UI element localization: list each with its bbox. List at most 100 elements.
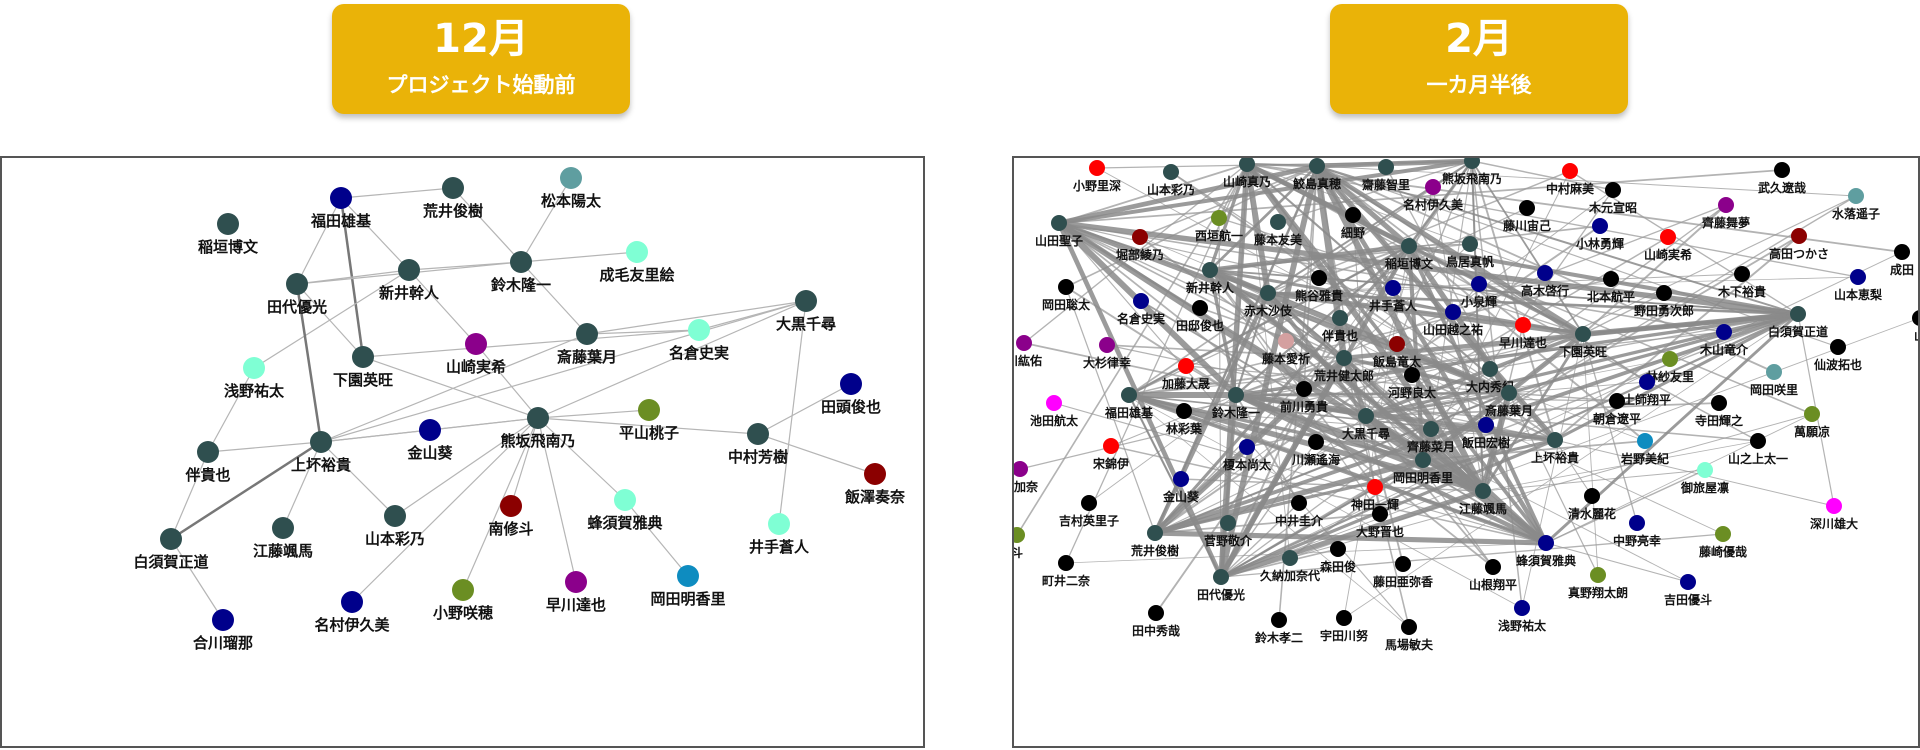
graph-node: 大杉律幸 <box>1083 337 1131 370</box>
graph-edge <box>757 433 876 475</box>
node-label: 水落遥子 <box>1832 206 1880 221</box>
graph-node: 蜂須賀雅典 <box>1516 535 1576 568</box>
node-label: 野田勇次郎 <box>1634 303 1694 318</box>
graph-edge <box>1218 163 1250 578</box>
node-marker <box>1445 304 1461 320</box>
graph-edge <box>1246 162 1318 168</box>
graph-node: 山 <box>1912 310 1918 343</box>
graph-node: 小野咲穂 <box>433 579 493 622</box>
node-marker <box>1514 600 1530 616</box>
node-label: 大野晋也 <box>1356 524 1404 539</box>
graph-node: 江藤颯馬 <box>1459 483 1507 516</box>
graph-node: 萬願凉 <box>1794 406 1830 439</box>
graph-edge <box>1343 313 1799 619</box>
node-marker <box>1336 350 1352 366</box>
graph-node: 武久遼哉 <box>1758 162 1806 195</box>
graph-edge <box>1554 439 1835 507</box>
graph-edge <box>170 538 224 621</box>
node-marker <box>1537 265 1553 281</box>
graph-node: 山崎真乃 <box>1223 158 1271 189</box>
node-label: 熊谷雅貴 <box>1295 288 1343 303</box>
node-label: 山本恵梨 <box>1834 287 1882 302</box>
node-label: 金山葵 <box>1162 489 1200 504</box>
graph-node: 山本彩乃 <box>1147 164 1195 197</box>
node-label: 鈴木孝二 <box>1255 630 1303 645</box>
graph-node: 岡田明香里 <box>1393 452 1453 485</box>
graph-node: 浅野祐太 <box>1498 600 1547 633</box>
header-badge-february: 2月 一カ月半後 <box>1330 4 1628 114</box>
graph-edge <box>757 383 852 435</box>
graph-edge <box>1128 394 1523 609</box>
graph-node: 松本陽太 <box>541 167 602 210</box>
node-marker <box>1538 535 1554 551</box>
graph-node: 名村伊久美 <box>314 591 390 634</box>
graph-node: 名倉史実 <box>1117 293 1165 326</box>
graph-edge <box>1058 222 1345 359</box>
graph-node: 熊坂飛南乃 <box>1442 158 1502 186</box>
node-marker <box>1766 364 1782 380</box>
graph-node: 藤崎優哉 <box>1698 526 1747 559</box>
graph-edge <box>1220 312 1799 579</box>
graph-node: 深川雄大 <box>1810 498 1858 531</box>
graph-node: 木山竜介 <box>1699 324 1749 357</box>
graph-node: 金山葵 <box>1162 471 1200 504</box>
node-marker <box>1547 432 1563 448</box>
node-marker <box>1202 262 1218 278</box>
node-label: 金山葵 <box>406 444 453 462</box>
node-label: 田代優光 <box>1197 587 1245 602</box>
graph-node: 山之上太一 <box>1728 433 1788 466</box>
graph-edge <box>1343 357 1484 492</box>
graph-node: 田頭俊也 <box>821 373 881 416</box>
graph-edge <box>537 417 626 501</box>
network-panel-february: 小野里深山本彩乃山崎真乃鮫島真穂齋藤智里熊坂飛南乃中村麻美木元宣昭武久遼哉名村伊… <box>1012 156 1920 748</box>
graph-node: 斎藤葉月 <box>557 323 617 366</box>
graph-node: 早川達也 <box>546 571 606 614</box>
graph-edge <box>1154 513 1381 534</box>
node-marker <box>398 259 420 281</box>
graph-node: 仙波拓也 <box>1814 339 1862 372</box>
node-label: 斗 <box>1014 546 1023 560</box>
node-label: 稲垣博文 <box>198 238 259 256</box>
node-label: 福田雄基 <box>1104 405 1154 420</box>
graph-node: 新井幹人 <box>379 259 440 302</box>
edge-layer <box>1016 158 1918 628</box>
graph-edge <box>1244 162 1486 493</box>
node-label: 中井圭介 <box>1275 513 1324 528</box>
node-marker <box>243 357 265 379</box>
graph-node: 木下裕貴 <box>1717 266 1766 299</box>
node-label: 荒井俊樹 <box>1130 543 1179 558</box>
node-marker <box>1014 461 1028 477</box>
graph-edge <box>1408 245 1646 442</box>
node-marker <box>310 431 332 453</box>
graph-node: 平山桃子 <box>619 399 679 442</box>
node-label: 早川達也 <box>546 596 606 614</box>
node-label: 細野 <box>1341 225 1365 240</box>
node-marker <box>160 528 182 550</box>
node-label: 小林勇輝 <box>1576 236 1624 251</box>
node-marker <box>1220 515 1236 531</box>
node-marker <box>352 346 374 368</box>
graph-node: 藤本友美 <box>1253 214 1303 247</box>
graph-node: 荒井俊樹 <box>1130 525 1179 558</box>
node-label: 新井幹人 <box>379 284 440 302</box>
graph-node: 水落遥子 <box>1832 188 1880 221</box>
node-label: 河野良太 <box>1387 385 1437 400</box>
node-marker <box>1309 158 1325 174</box>
graph-edge <box>1154 530 1547 546</box>
graph-edge <box>1208 267 1511 396</box>
node-marker <box>1051 215 1067 231</box>
node-marker <box>1132 229 1148 245</box>
graph-node: 上坏裕貴 <box>1531 432 1579 465</box>
node-label: 名村伊久美 <box>1403 197 1464 212</box>
node-label: 御旅屋凛 <box>1680 480 1729 495</box>
graph-edge <box>1508 392 1599 576</box>
graph-node: 斎藤葉月 <box>1485 385 1533 418</box>
graph-edge <box>207 367 255 453</box>
graph-node: 高田つかさ <box>1769 228 1829 261</box>
node-label: 斎藤葉月 <box>1485 403 1533 418</box>
node-label: 宇田川努 <box>1320 628 1368 643</box>
node-marker <box>442 177 464 199</box>
graph-edge <box>1053 402 1547 544</box>
graph-node: 稲垣博文 <box>1385 238 1434 271</box>
graph-node: 藤川宙己 <box>1502 200 1551 233</box>
